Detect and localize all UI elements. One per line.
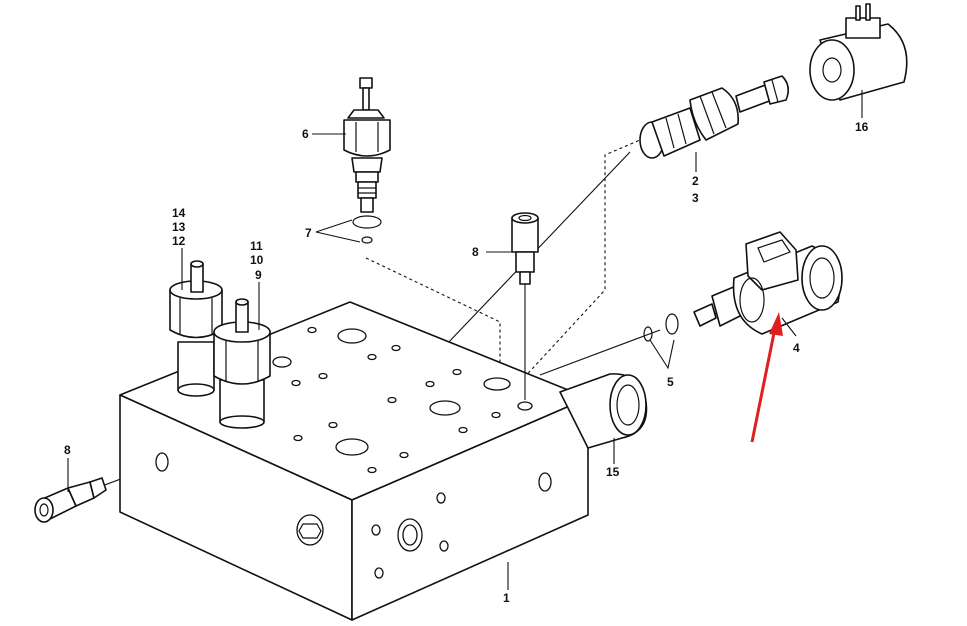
callout-5: 5: [667, 375, 674, 389]
callout-16: 16: [855, 120, 869, 134]
plug-8-lower: [34, 477, 107, 523]
callout-7: 7: [305, 226, 312, 240]
leader-lines: [67, 133, 697, 590]
callout-labels: 1 2 3 4 5 6 7 8 8 9 10 11 12 13 14 15 16: [64, 120, 869, 605]
callout-8-lower: 8: [64, 443, 71, 457]
callout-11: 11: [250, 239, 263, 253]
fitting-9-10-11: [213, 298, 271, 429]
cartridge-valve-2-3: [639, 75, 790, 159]
seal-rings-5: [643, 313, 679, 370]
callout-10: 10: [250, 253, 264, 267]
side-cylinder-plug: [559, 373, 648, 449]
highlight-arrow: [750, 312, 783, 443]
callout-13: 13: [172, 220, 186, 234]
callout-3: 3: [692, 191, 699, 205]
callout-9: 9: [255, 268, 262, 282]
seal-rings-7: [352, 215, 382, 244]
callout-12: 12: [172, 234, 186, 248]
callout-1: 1: [503, 591, 510, 605]
callout-2: 2: [692, 174, 699, 188]
solenoid-coil-16: [809, 3, 908, 118]
relief-valve-6: [343, 77, 391, 213]
callout-14: 14: [172, 206, 186, 220]
callout-8-upper: 8: [472, 245, 479, 259]
fitting-12-13-14: [169, 260, 223, 397]
callout-15: 15: [606, 465, 620, 479]
solenoid-valve-4: [693, 231, 843, 337]
callout-6: 6: [302, 127, 309, 141]
plug-8-upper: [511, 212, 539, 400]
callout-4: 4: [793, 341, 800, 355]
